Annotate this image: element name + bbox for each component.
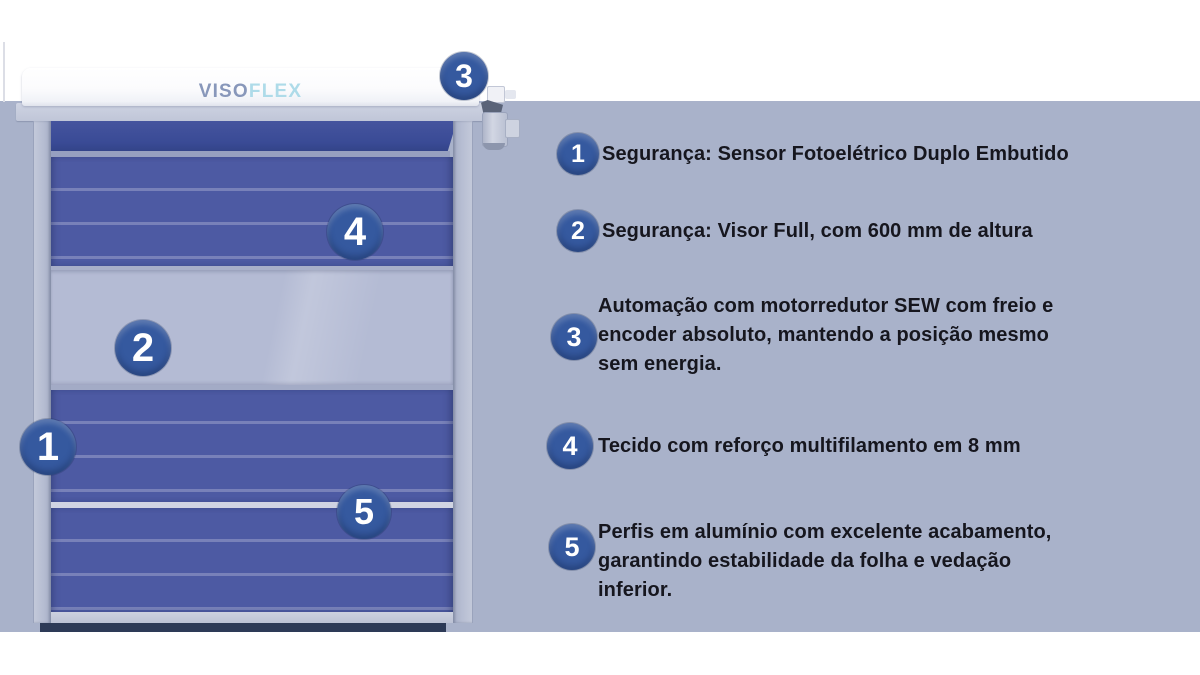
legend-item-1-text: Segurança: Sensor Fotoelétrico Duplo Emb… — [602, 143, 1069, 165]
door-marker-4: 4 — [327, 204, 383, 260]
door-bottom-seal — [40, 623, 446, 632]
legend-badge-4: 4 — [547, 423, 593, 469]
motor-connector-top — [505, 90, 516, 99]
legend-badge-5: 5 — [549, 524, 595, 570]
legend-item-5-text: Perfis em alumínio com excelente acabame… — [598, 521, 1052, 601]
curtain-section-middle — [50, 390, 453, 502]
door-marker-1-number: 1 — [36, 425, 60, 469]
legend-badge-3-number: 3 — [566, 321, 582, 352]
door-marker-5: 5 — [337, 485, 391, 539]
legend-badge-5-number: 5 — [564, 531, 580, 562]
door-bottom-bar — [50, 612, 453, 623]
motor-connector-side — [505, 119, 520, 138]
legend-item-2-text: Segurança: Visor Full, com 600 mm de alt… — [602, 220, 1033, 242]
curtain-separator — [50, 266, 453, 270]
legend-badge-2: 2 — [557, 210, 599, 252]
door-frame-right — [453, 121, 473, 623]
door-marker-2: 2 — [115, 320, 171, 376]
door-frame-left — [33, 121, 51, 623]
legend-item-4-text: Tecido com reforço multifilamento em 8 m… — [598, 435, 1021, 457]
legend-badge-1-number: 1 — [571, 139, 585, 168]
brand-logo-viso: VISO — [198, 81, 249, 102]
door-visor-window — [50, 270, 453, 385]
legend-badge-3: 3 — [551, 314, 597, 360]
curtain-separator — [50, 385, 453, 390]
motor-flange — [483, 143, 505, 150]
curtain-section-top — [50, 157, 453, 266]
legend-badge-4-number: 4 — [562, 430, 578, 461]
door-marker-3: 3 — [440, 52, 488, 100]
brand-logo: VISOFLEX — [22, 81, 479, 103]
motor-junction-box — [487, 86, 505, 103]
door-lintel — [16, 103, 492, 121]
wall-edge-line — [3, 42, 5, 102]
legend-badge-2-number: 2 — [571, 216, 585, 245]
door-roll-gap — [47, 151, 450, 157]
door-marker-4-number: 4 — [343, 210, 367, 254]
motor-body — [482, 112, 508, 147]
motor-bracket — [481, 100, 503, 114]
door-hood: VISOFLEX — [22, 68, 479, 106]
door-marker-3-number: 3 — [455, 58, 473, 94]
door-marker-2-number: 2 — [131, 326, 155, 370]
legend-badge-1: 1 — [557, 133, 599, 175]
door-roll-band — [38, 121, 457, 151]
door-bottom-profile-line — [50, 502, 453, 508]
door-marker-5-number: 5 — [353, 491, 375, 532]
curtain-section-bottom — [50, 508, 453, 612]
legend-item-3-text: Automação com motorredutor SEW com freio… — [598, 295, 1054, 375]
brand-logo-flex: FLEX — [248, 81, 303, 102]
door-marker-1: 1 — [20, 419, 76, 475]
